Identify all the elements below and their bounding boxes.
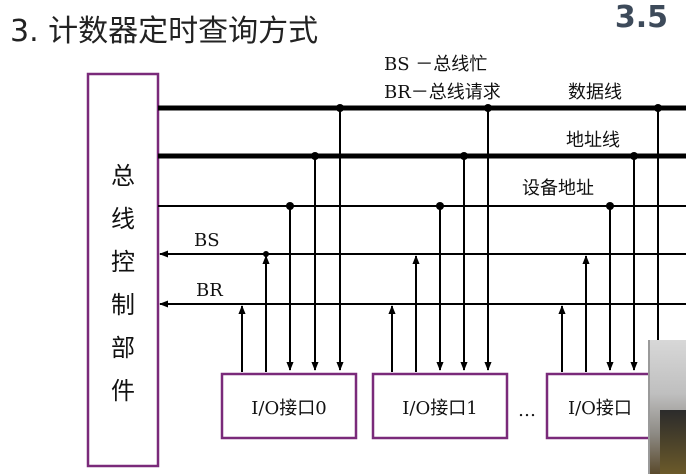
controller-char-6: 件 (111, 377, 135, 405)
controller-char-4: 制 (111, 291, 135, 319)
page-title: 3. 计数器定时查询方式 (10, 14, 319, 49)
junction-dot (263, 251, 269, 257)
junction-dot (606, 202, 614, 210)
controller-char-2: 线 (111, 205, 135, 233)
ellipsis: … (518, 400, 536, 421)
address-line-label: 地址线 (566, 130, 620, 151)
interface-2-connections (558, 108, 659, 372)
junction-dot (286, 202, 294, 210)
junction-dot (630, 152, 638, 160)
interface-0-connections (238, 108, 344, 372)
io-interface-0-label: I/O接口0 (251, 398, 326, 419)
section-badge: 3.5 (614, 0, 668, 35)
controller-char-1: 总 (111, 162, 135, 190)
junction-dot (460, 152, 468, 160)
io-interface-1-label: I/O接口1 (402, 398, 477, 419)
junction-dot (436, 202, 444, 210)
junction-dot (484, 104, 492, 112)
io-interface-0-box (220, 372, 358, 440)
device-address-label: 设备地址 (522, 178, 594, 199)
bus-controller-box (86, 72, 160, 468)
bs-legend: BS －总线忙 (384, 54, 487, 75)
bs-line-label: BS (194, 230, 220, 251)
junction-dot (654, 104, 662, 112)
br-line-label: BR (196, 280, 223, 301)
junction-dot (311, 152, 319, 160)
data-line-label: 数据线 (568, 82, 622, 103)
controller-char-5: 部 (111, 334, 135, 362)
controller-char-3: 控 (111, 248, 135, 276)
io-interface-1-box (371, 372, 509, 440)
br-legend: BR－总线请求 (384, 82, 501, 103)
photo-overlay (648, 340, 686, 474)
io-interface-2-label: I/O接口 (568, 398, 632, 419)
interface-1-connections (388, 108, 492, 372)
junction-dot (336, 104, 344, 112)
